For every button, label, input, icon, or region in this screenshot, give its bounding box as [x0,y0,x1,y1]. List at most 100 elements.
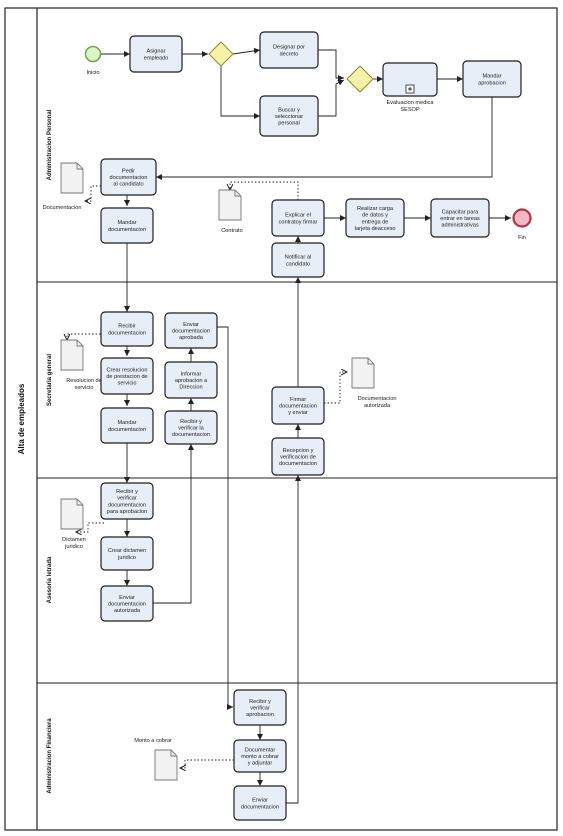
task-box[interactable] [462,60,522,98]
task-box[interactable] [100,482,154,520]
task-box[interactable] [259,95,319,137]
task-label-line: aprobacion [478,80,506,86]
document-label: Documentacion [43,205,82,211]
task-box[interactable] [164,312,218,349]
task-box[interactable] [271,386,325,425]
task-box[interactable] [100,585,154,622]
task-box[interactable] [164,410,218,445]
task-label-line: aprobada [179,335,204,341]
task-label-line: Recepcion y [283,448,314,454]
task-label-line: documentacion [279,404,317,410]
task-label-line: Recibir y [116,489,138,495]
task-box[interactable] [233,689,287,726]
document-documentacion: Documentacion [43,162,84,211]
gateway-merge [346,65,374,93]
start-event-label: Inicio [86,70,99,76]
task-label-line: servicio [118,381,137,387]
task-box[interactable] [430,198,490,238]
task-label-line: Capacitar para [442,209,480,215]
task-label-line: personal [278,121,299,127]
task-label-line: decreto [280,51,299,57]
task-label-line: Direccion [179,385,202,391]
end-event-label: Fin [518,235,526,241]
task-box[interactable] [100,407,154,444]
task-box[interactable] [382,62,438,97]
task-box[interactable] [100,207,154,244]
task-box[interactable] [271,242,325,278]
task-box[interactable] [345,198,405,238]
task-box[interactable] [100,536,154,571]
task-label-line: y adjuntar [248,761,273,767]
task-label-line: Notificar al [285,255,311,261]
task-box[interactable] [233,785,287,821]
task-box[interactable] [259,31,319,69]
task-box[interactable] [271,437,325,476]
task-label-line: documentacion [279,461,317,467]
task-label-line: Designar por [273,45,305,51]
task-box[interactable] [271,199,325,237]
task-label-line: documentacion [110,175,148,181]
task-label-line: Recibir y [249,699,271,705]
document-icon [60,339,84,371]
document-label: Contrato [221,228,242,234]
lane-label-asesoria: Asesoria letrada [47,556,53,603]
task-label-line: Realizar carga [357,206,394,212]
task-label-line: al candidato [113,182,143,188]
document-label: Monto a cobrar [134,738,172,744]
task-label-line: para aprobacion [107,509,147,515]
task-box[interactable] [100,357,154,395]
document-icon [218,189,242,221]
task-label-line: empleado [144,55,169,61]
task-label-line: documentacion [108,330,146,336]
task-label-line: entrar en tareas [440,216,480,222]
task-label-line: Crear dictamen [108,548,146,554]
task-label-line: administrativas [441,223,479,229]
task-label-line: SESOP [400,107,420,113]
task-box[interactable] [100,311,154,347]
lane-label-secretaria: Secretaria general [47,354,53,406]
document-label: Resolucion de [66,378,101,384]
task-box[interactable] [100,158,157,196]
task-label-line: Enviar [183,322,199,328]
document-contrato: Contrato [218,189,243,234]
task-box[interactable] [164,361,218,399]
task-label-line: contratoy firmar [279,219,318,225]
task-label-line: verificar la [178,426,204,432]
task-label-line: Buscar y [278,107,300,113]
task-label-line: seleccionar [275,114,303,120]
task-label-line: candidato [286,261,310,267]
task-label-line: Recibir y [180,419,202,425]
task-box[interactable] [233,739,287,773]
task-label-line: autorizada [114,608,141,614]
task-label-line: juridico [117,555,136,561]
task-box[interactable] [129,35,183,73]
task-label-line: aprobacion [246,712,274,718]
